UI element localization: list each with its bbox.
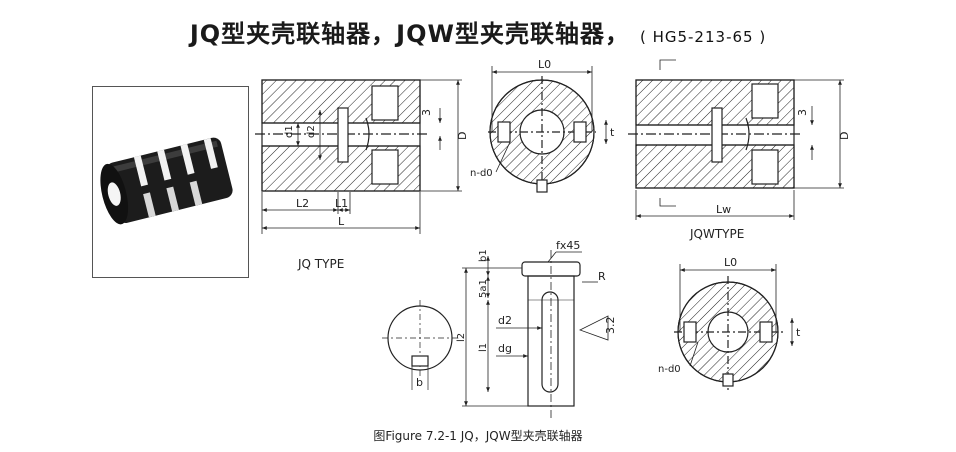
key-section (382, 300, 458, 390)
jq-cross-section-top (488, 76, 596, 193)
bolt-dg-label: dg (498, 342, 512, 355)
key-b-label: b (416, 376, 423, 389)
bolt-fx45-label: fx45 (556, 239, 580, 252)
dim-t-top-label: t (610, 126, 615, 139)
bolt-l2-label: l2 (456, 333, 467, 342)
jqw-type-label: JQWTYPE (689, 227, 744, 241)
jq-type-label: JQ TYPE (297, 257, 344, 271)
coupling-photo-illustration (100, 137, 233, 225)
dim-D-jq-label: D (456, 132, 469, 140)
coupling-photo (92, 86, 249, 278)
jq-dimensions (261, 79, 462, 234)
page-title: JQ型夹壳联轴器，JQW型夹壳联轴器， (189, 20, 630, 48)
top-section-dims (491, 66, 608, 173)
jq-side-view (255, 79, 430, 192)
bolt-dims (462, 251, 609, 407)
dim-L1-label: L1 (335, 197, 348, 210)
jqw-cross-section-bottom (674, 276, 784, 390)
dim-D-jqw-label: D (838, 132, 851, 140)
figure-caption: 图Figure 7.2-1 JQ，JQW型夹壳联轴器 (373, 429, 583, 443)
bottom-section-dims (679, 264, 794, 367)
dim-L0-top-label: L0 (538, 58, 551, 71)
bolt-detail (521, 250, 581, 418)
dim-nd0-bottom-label: n-d0 (658, 364, 681, 375)
dim-3-jqw-label: 3 (796, 109, 809, 116)
bolt-5a1-label: 5a1 (478, 279, 489, 298)
bolt-roughness-label: 3.2 (604, 317, 617, 335)
dim-3-jq-label: 3 (420, 109, 433, 116)
jqw-side-view (628, 79, 800, 189)
jqw-dimensions (635, 59, 844, 220)
bolt-R-label: R (598, 270, 606, 283)
dim-L0-bottom-label: L0 (724, 256, 737, 269)
bolt-b1-label: b1 (478, 249, 489, 262)
dim-L2-label: L2 (296, 197, 309, 210)
dim-Lw-label: Lw (716, 203, 731, 216)
bolt-l1-label: l1 (478, 343, 489, 352)
standard-code: ( HG5-213-65 ) (639, 28, 767, 46)
dim-nd0-top-label: n-d0 (470, 168, 493, 179)
dim-d1-label: d1 (284, 125, 295, 138)
dim-L-label: L (338, 215, 345, 228)
bolt-d2-label: d2 (498, 314, 512, 327)
dim-t-bottom-label: t (796, 326, 801, 339)
dim-d2-jq-label: d2 (306, 125, 317, 138)
title-row: JQ型夹壳联轴器，JQW型夹壳联轴器， ( HG5-213-65 ) (0, 14, 956, 49)
